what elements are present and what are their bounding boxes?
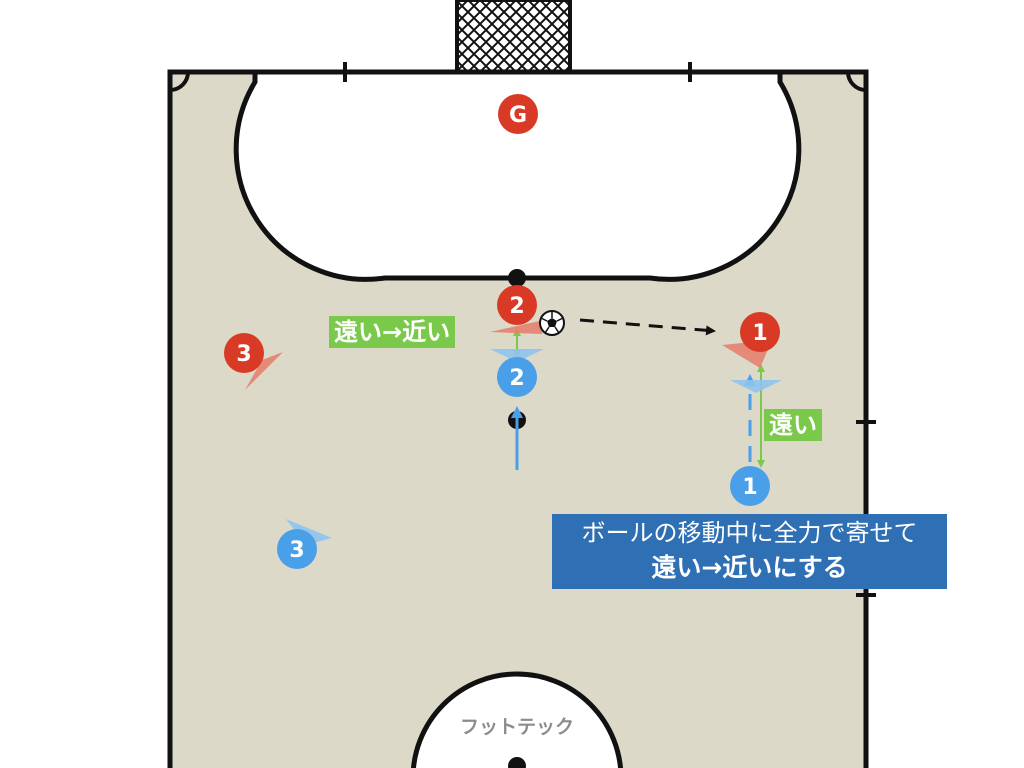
red-player-3-number: 3 xyxy=(236,342,251,367)
caption-box: ボールの移動中に全力で寄せて 遠い→近いにする xyxy=(552,514,947,589)
goalkeeper-label: G xyxy=(509,103,527,128)
red-player-3: 3 xyxy=(224,333,264,373)
center-circle xyxy=(411,671,623,768)
red-2-facing-wedge xyxy=(490,320,544,334)
red-player-1: 1 xyxy=(740,312,780,352)
goalkeeper-marker: G xyxy=(498,94,538,134)
far-label: 遠い xyxy=(764,409,822,441)
blue-player-1-number: 1 xyxy=(742,475,757,500)
blue-1-facing-wedge xyxy=(730,380,782,393)
blue-player-3-number: 3 xyxy=(289,538,304,563)
blue-2-facing-wedge xyxy=(490,349,544,362)
soccer-ball-icon xyxy=(539,310,565,336)
penalty-spot xyxy=(508,269,526,287)
red-player-2: 2 xyxy=(497,285,537,325)
red-player-1-number: 1 xyxy=(752,321,767,346)
blue-player-2: 2 xyxy=(497,357,537,397)
corner-arc-left xyxy=(169,71,190,92)
blue-player-2-number: 2 xyxy=(509,366,524,391)
penalty-area xyxy=(233,69,802,282)
red-3-facing-wedge xyxy=(245,352,283,390)
blue-3-facing-wedge xyxy=(286,519,332,545)
brand-watermark: フットテック xyxy=(459,716,574,738)
corner-arc-right xyxy=(846,71,867,92)
caption-line-1: ボールの移動中に全力で寄せて xyxy=(581,519,918,547)
center-spot xyxy=(508,757,526,768)
red-player-2-number: 2 xyxy=(509,294,524,319)
goal-net-icon xyxy=(455,0,572,74)
caption-line-2: 遠い→近いにする xyxy=(651,553,848,582)
blue-player-3: 3 xyxy=(277,529,317,569)
blue-player-1: 1 xyxy=(730,466,770,506)
far-to-near-label: 遠い→近い xyxy=(329,316,456,348)
